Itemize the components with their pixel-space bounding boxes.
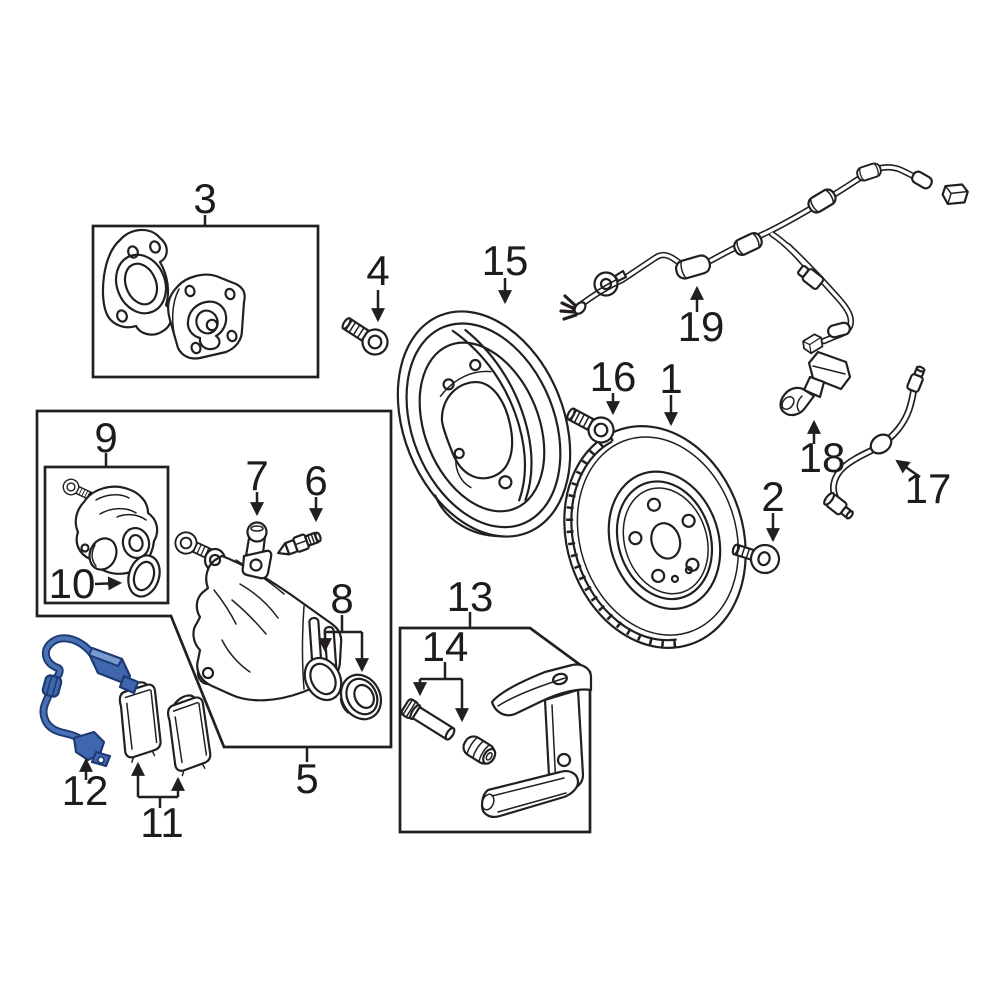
callout-label-8[interactable]: 8 [330,575,353,622]
callout-label-6[interactable]: 6 [304,457,327,504]
callout-label-12[interactable]: 12 [62,767,109,814]
abs-harness-drawing [559,160,971,356]
harness-boot [911,170,933,190]
brake-pad-outer-drawing [165,692,214,778]
sensor-18-drawing [779,350,852,417]
callout-label-3[interactable]: 3 [193,175,216,222]
piston-seal-drawing [303,656,383,721]
bracket-group-box [398,626,592,834]
bleeder-screw-drawing [277,531,322,556]
hub-bolt-drawing [336,310,394,361]
harness-ring-clamp [593,271,619,297]
brake-rotor-drawing [563,425,747,649]
harness-connector-mid [797,264,825,290]
callout-label-2[interactable]: 2 [761,473,784,520]
callout-label-4[interactable]: 4 [366,247,389,294]
guide-pin-7-drawing [241,521,273,580]
abs-sensor-grommet [41,674,63,698]
callout-lines [79,215,921,808]
caliper-bracket-drawing [400,663,593,818]
harness-elbow-boot [674,254,712,280]
abs-sensor-head [72,730,112,768]
harness-boot-lower [827,321,851,339]
callout-label-19[interactable]: 19 [678,303,725,350]
callout-label-17[interactable]: 17 [905,465,952,512]
callout-label-11[interactable]: 11 [140,799,184,846]
splash-shield-drawing [396,310,572,538]
hub-bearing-drawing [101,228,246,360]
parking-brake-actuator-drawing [60,476,161,598]
brake-hose-drawing [823,365,926,520]
abs-sensor-connector [88,646,140,695]
callout-label-10[interactable]: 10 [49,560,96,607]
guide-bushing-drawing [462,735,497,765]
harness-connector-lower [800,332,826,356]
callout-label-5[interactable]: 5 [295,755,318,802]
callout-label-16[interactable]: 16 [590,353,637,400]
callout-label-7[interactable]: 7 [245,452,268,499]
harness-connector-main [939,179,971,209]
guide-pin-14-drawing [400,698,456,741]
caliper-group-box [35,409,393,749]
abs-sensor-wire-drawing [39,634,140,768]
callout-label-9[interactable]: 9 [94,414,117,461]
callout-label-15[interactable]: 15 [482,237,529,284]
callout-label-18[interactable]: 18 [799,434,846,481]
callout-label-13[interactable]: 13 [447,573,494,620]
callout-labels: 1 2 3 4 5 6 7 8 9 10 11 12 13 14 15 16 1… [49,175,952,846]
callout-label-14[interactable]: 14 [422,623,469,670]
brake-pad-inner-drawing [117,680,163,764]
harness-fork-terminal [559,294,587,321]
caliper-mount-bolt-drawing [561,400,620,449]
rotor-screw-drawing [731,543,781,575]
o-ring-drawing [127,554,161,598]
callout-label-1[interactable]: 1 [659,355,682,402]
